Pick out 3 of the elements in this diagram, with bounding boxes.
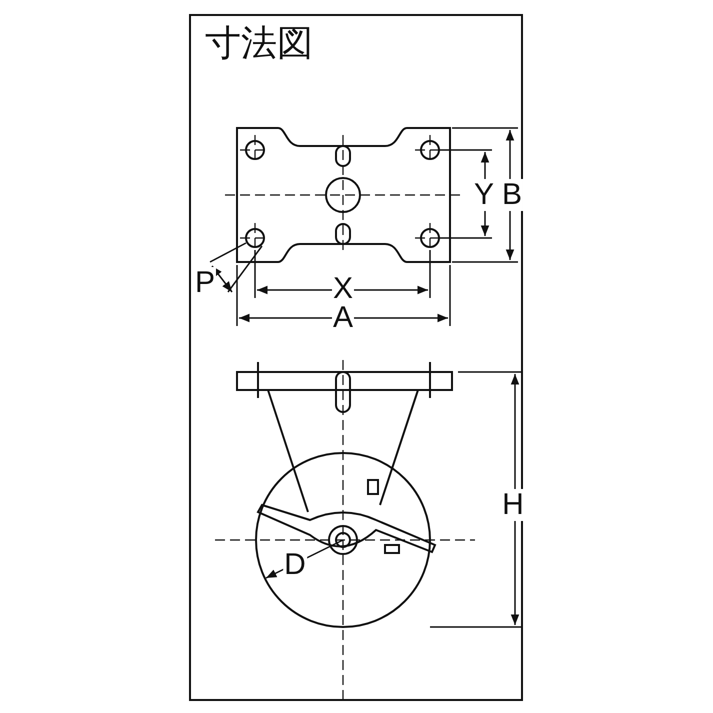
drawing-title: 寸法図 (205, 22, 313, 64)
dimension-label: B (501, 179, 523, 211)
dimension-label: Y (473, 179, 495, 211)
